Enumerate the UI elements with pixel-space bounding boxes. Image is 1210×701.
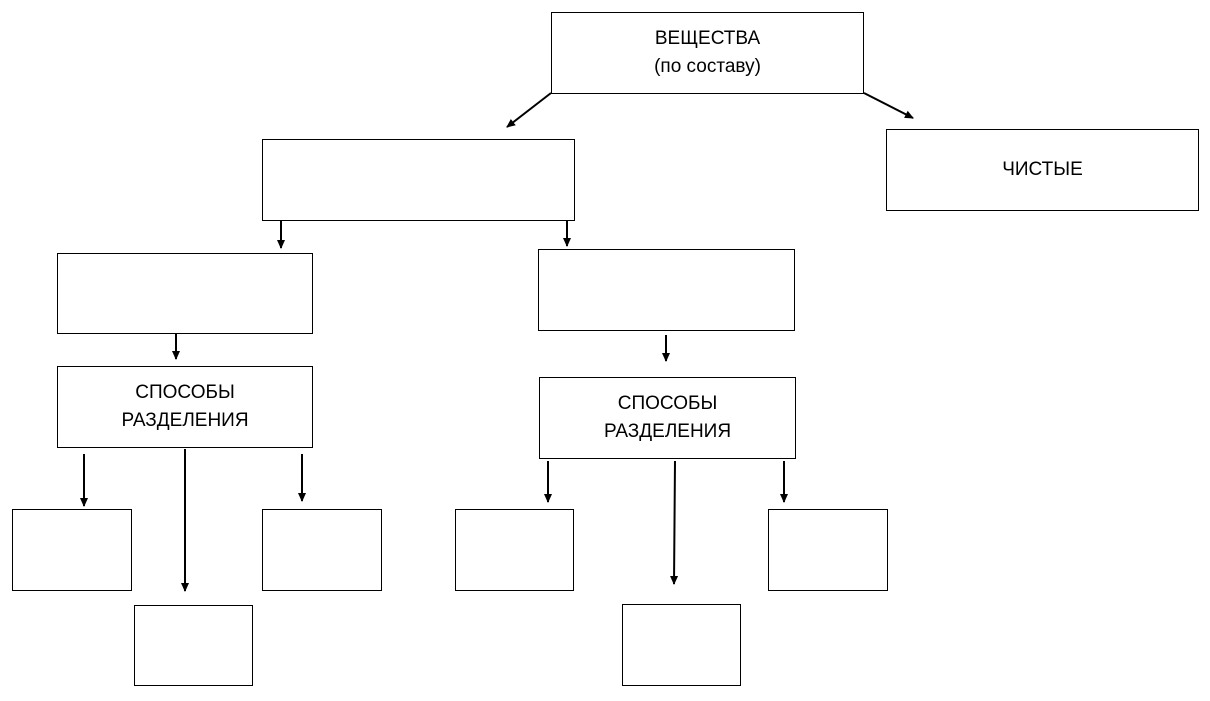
box-methods-right: СПОСОБЫ РАЗДЕЛЕНИЯ bbox=[539, 377, 796, 459]
box-mixtures bbox=[262, 139, 575, 221]
arrow-root-to-mixtures bbox=[506, 92, 552, 128]
box-method-left-3 bbox=[262, 509, 382, 591]
box-pure: ЧИСТЫЕ bbox=[886, 129, 1199, 211]
arrow-root-to-pure bbox=[863, 92, 914, 119]
box-mixture-type-left bbox=[57, 253, 313, 334]
box-substances-subtitle: (по составу) bbox=[654, 56, 761, 77]
box-method-right-2 bbox=[622, 604, 741, 686]
box-substances: ВЕЩЕСТВА (по составу) bbox=[551, 12, 864, 94]
box-methods-left-line1: СПОСОБЫ bbox=[135, 382, 235, 404]
box-methods-left: СПОСОБЫ РАЗДЕЛЕНИЯ bbox=[57, 366, 313, 448]
box-mixture-type-right bbox=[538, 249, 795, 331]
box-method-right-3 bbox=[768, 509, 888, 591]
box-methods-right-line1: СПОСОБЫ bbox=[617, 393, 718, 415]
box-method-left-2 bbox=[134, 605, 253, 686]
box-pure-label: ЧИСТЫЕ bbox=[1002, 159, 1083, 181]
box-methods-left-line2: РАЗДЕЛЕНИЯ bbox=[121, 410, 249, 431]
box-method-right-1 bbox=[455, 509, 574, 591]
box-methods-right-line2: РАЗДЕЛЕНИЯ bbox=[603, 421, 732, 442]
box-substances-title: ВЕЩЕСТВА bbox=[654, 28, 761, 50]
box-method-left-1 bbox=[12, 509, 132, 591]
arrow-methods-right-2 bbox=[670, 460, 679, 585]
